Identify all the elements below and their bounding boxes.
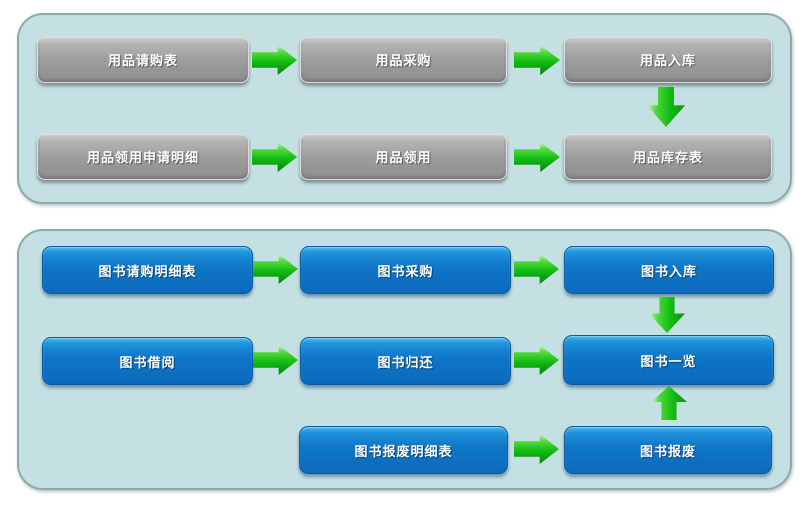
book-purchase-to-stock-in-arrow <box>514 254 559 284</box>
node-supplies-issue: 用品领用 <box>300 133 507 180</box>
node-label: 图书采购 <box>377 264 434 280</box>
node-book-request-detail: 图书请购明细表 <box>42 246 253 294</box>
book-return-to-overview-arrow <box>514 345 559 375</box>
node-book-stock-in: 图书入库 <box>564 246 774 294</box>
node-label: 图书请购明细表 <box>98 264 197 280</box>
node-label: 图书一览 <box>640 354 697 370</box>
node-label: 用品采购 <box>375 54 432 69</box>
book-stock-in-to-overview-arrow <box>649 297 685 333</box>
node-supplies-inventory-table: 用品库存表 <box>564 133 772 180</box>
node-label: 用品领用申请明细 <box>86 151 199 166</box>
supplies-issue-to-inventory-arrow <box>514 142 560 172</box>
node-supplies-request-form: 用品请购表 <box>37 36 249 83</box>
node-label: 用品库存表 <box>632 151 703 166</box>
node-label: 图书借阅 <box>119 355 176 371</box>
book-scrap-detail-to-scrap-arrow <box>514 434 559 464</box>
node-book-scrap: 图书报废 <box>564 426 772 474</box>
node-book-return: 图书归还 <box>300 337 511 385</box>
book-request-detail-to-purchase-arrow <box>253 254 298 284</box>
supplies-flow-panel: 用品请购表 用品采购 用品入库 用品领用申请明细 用品领用 用品库存表 <box>17 13 792 204</box>
node-book-scrap-detail: 图书报废明细表 <box>299 426 508 474</box>
node-book-purchase: 图书采购 <box>300 246 511 294</box>
node-book-overview: 图书一览 <box>563 335 774 385</box>
node-supplies-issue-request-detail: 用品领用申请明细 <box>37 133 249 180</box>
book-scrap-to-overview-arrow <box>651 386 687 420</box>
node-supplies-stock-in: 用品入库 <box>564 36 772 83</box>
node-label: 用品入库 <box>639 54 696 69</box>
node-book-borrow: 图书借阅 <box>42 337 253 385</box>
supplies-request-to-purchase-arrow <box>252 45 297 75</box>
supplies-issue-detail-to-issue-arrow <box>252 142 297 172</box>
supplies-purchase-to-stock-in-arrow <box>514 45 560 75</box>
book-borrow-to-return-arrow <box>253 345 298 375</box>
node-label: 图书报废明细表 <box>354 444 453 460</box>
books-flow-panel: 图书请购明细表 图书采购 图书入库 图书借阅 图书归还 图书一览 图书报废明细表… <box>17 229 792 490</box>
node-label: 图书归还 <box>377 355 434 371</box>
node-label: 用品领用 <box>375 151 432 166</box>
node-supplies-purchase: 用品采购 <box>300 36 507 83</box>
node-label: 图书入库 <box>640 264 697 280</box>
node-label: 用品请购表 <box>107 54 178 69</box>
node-label: 图书报废 <box>639 444 696 460</box>
supplies-stock-in-to-inventory-arrow <box>647 87 685 127</box>
